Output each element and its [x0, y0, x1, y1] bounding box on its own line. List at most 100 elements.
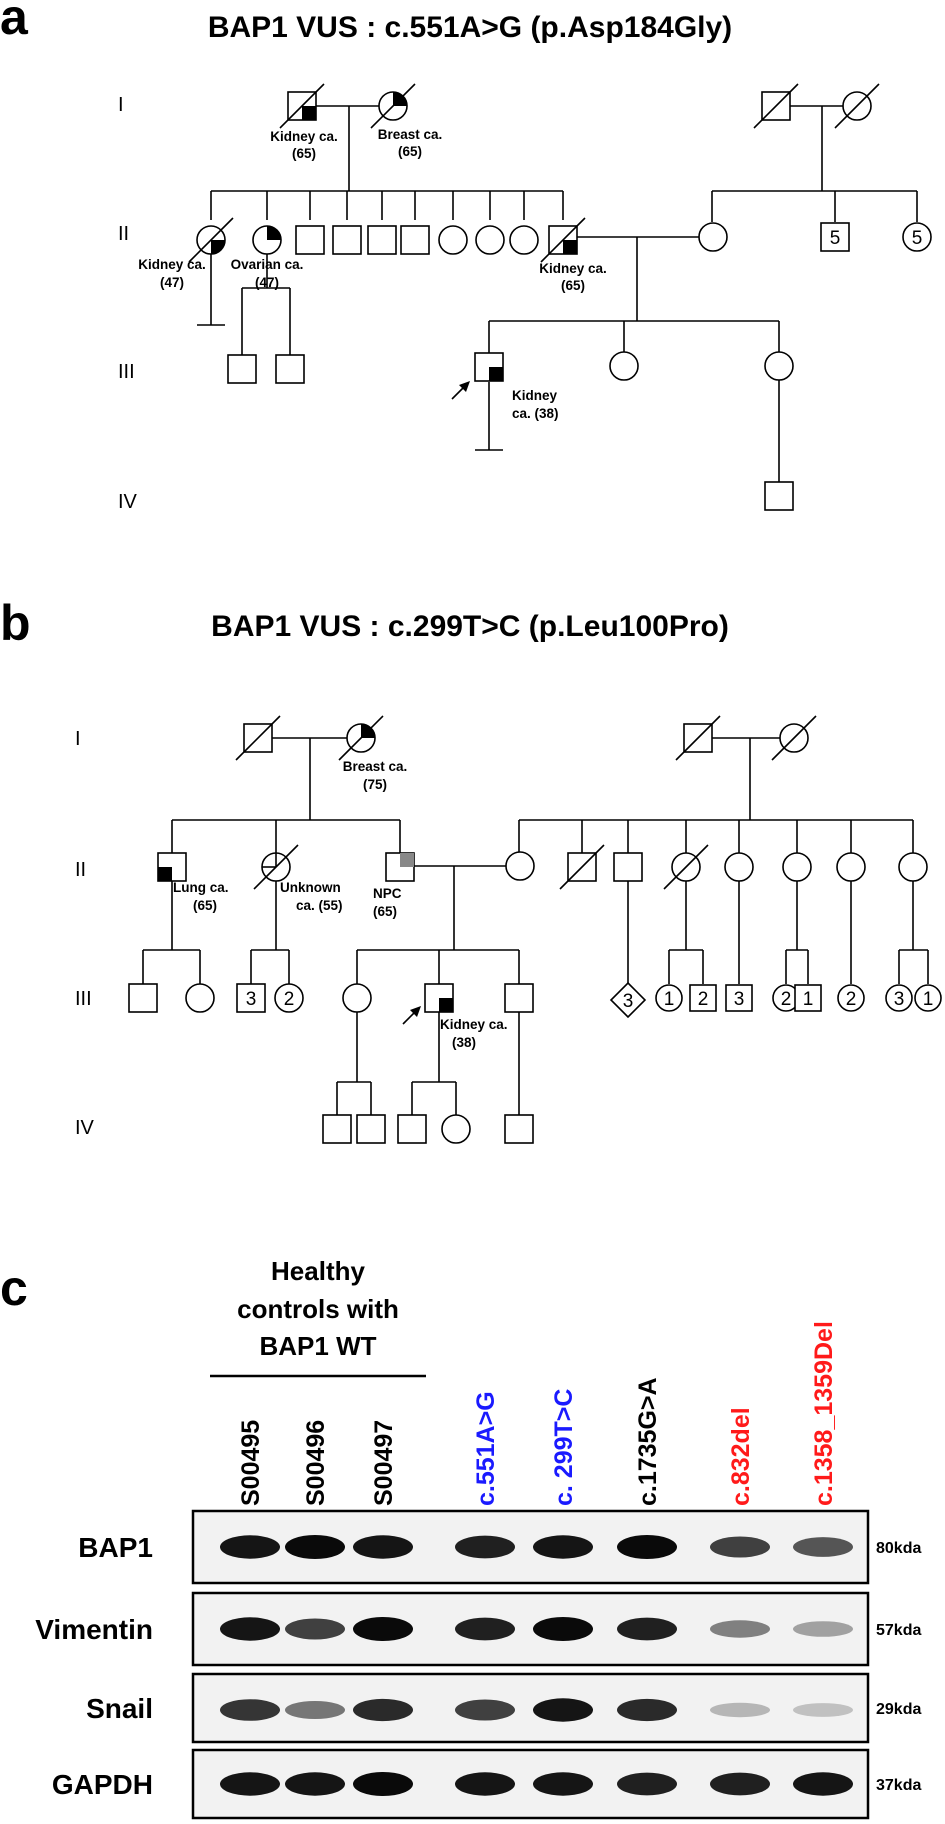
- generation-label: III: [75, 988, 92, 1010]
- pedigree-male: [235, 715, 281, 761]
- pedigree-label: Breast ca.: [378, 127, 443, 142]
- blot-band: [793, 1621, 853, 1637]
- pedigree-male: [764, 481, 794, 511]
- pedigree-count: 1: [803, 989, 814, 1010]
- pedigree-male-count: [236, 983, 266, 1013]
- panel-a-letter: a: [0, 0, 29, 45]
- blot-band: [710, 1772, 770, 1796]
- pedigree-female: [764, 351, 794, 381]
- blot-band: [710, 1702, 770, 1718]
- pedigree-female: [505, 851, 535, 881]
- blot-row-gapdh: GAPDH 37kda: [52, 1748, 921, 1820]
- pedigree-female: [836, 852, 866, 882]
- pedigree-male: [275, 354, 305, 384]
- pedigree-male: [397, 1114, 427, 1144]
- pedigree-label: Kidney: [512, 388, 558, 403]
- pedigree-male: [367, 225, 397, 255]
- pedigree-male-affected: [540, 217, 586, 263]
- pedigree-label: (47): [255, 275, 279, 290]
- pedigree-female: [438, 225, 468, 255]
- pedigree-female-count: [655, 984, 683, 1012]
- pedigree-count: 5: [912, 228, 923, 249]
- lane-label: c.1735G>A: [634, 1377, 662, 1506]
- pedigree-label: Kidney ca.: [270, 129, 338, 144]
- blot-band: [455, 1699, 515, 1721]
- pedigree-male-count: [725, 984, 753, 1012]
- pedigree-label: (38): [452, 1035, 476, 1050]
- lane-label: c.551A>G: [472, 1391, 500, 1506]
- pedigree-female: [898, 852, 928, 882]
- blot-band: [455, 1535, 515, 1559]
- lane-label: c. 299T>C: [550, 1389, 578, 1506]
- generation-label: I: [118, 94, 124, 116]
- lane-label: S00496: [302, 1420, 330, 1506]
- pedigree-count: 3: [734, 989, 745, 1010]
- pedigree-count: 5: [830, 228, 841, 249]
- pedigree-male: [559, 844, 605, 890]
- pedigree-count: 3: [894, 989, 905, 1010]
- pedigree-count: 2: [698, 989, 709, 1010]
- group-header: BAP1 WT: [260, 1331, 377, 1361]
- lane-label: S00495: [237, 1420, 265, 1506]
- pedigree-female-count: [837, 984, 865, 1012]
- pedigree-female-affected: [370, 83, 416, 129]
- pedigree-male-affected: [157, 852, 187, 882]
- blot-band: [285, 1772, 345, 1796]
- blot-band: [710, 1536, 770, 1558]
- blot-band: [353, 1617, 413, 1641]
- molecular-weight-label: 29kda: [876, 1701, 921, 1718]
- molecular-weight-label: 80kda: [876, 1540, 921, 1557]
- pedigree-label: (65): [373, 904, 397, 919]
- blot-band: [533, 1535, 593, 1559]
- generation-label: III: [118, 361, 135, 383]
- blot-band: [285, 1535, 345, 1559]
- pedigree-male-count: [820, 222, 850, 252]
- pedigree-label: Breast ca.: [343, 759, 408, 774]
- pedigree-label: (65): [398, 144, 422, 159]
- pedigree-male: [675, 715, 721, 761]
- pedigree-female: [509, 225, 539, 255]
- group-header: controls with: [237, 1294, 399, 1324]
- pedigree-male: [322, 1114, 352, 1144]
- blot-band: [617, 1772, 677, 1796]
- pedigree-male: [504, 1114, 534, 1144]
- pedigree-female-affected: [253, 844, 299, 890]
- blot-band: [220, 1617, 280, 1641]
- pedigree-proband: [474, 352, 504, 382]
- blot-band: [353, 1698, 413, 1722]
- lane-label: c.1358_1359Del: [810, 1321, 838, 1506]
- generation-label: II: [75, 859, 86, 881]
- blot-band: [617, 1617, 677, 1641]
- pedigree-label: NPC: [373, 886, 402, 901]
- molecular-weight-label: 37kda: [876, 1777, 921, 1794]
- pedigree-label: ca. (38): [512, 406, 559, 421]
- panel-b-title: BAP1 VUS : c.299T>C (p.Leu100Pro): [211, 610, 729, 643]
- pedigree-male: [356, 1114, 386, 1144]
- pedigree-female: [441, 1114, 471, 1144]
- pedigree-female: [771, 715, 817, 761]
- group-header: Healthy: [271, 1256, 365, 1286]
- pedigree-male: [753, 83, 799, 129]
- blot-band: [533, 1772, 593, 1796]
- protein-label: GAPDH: [52, 1769, 153, 1800]
- blot-band: [793, 1537, 853, 1557]
- pedigree-count: 2: [846, 989, 857, 1010]
- pedigree-count: 2: [284, 989, 295, 1010]
- pedigree-male: [613, 852, 643, 882]
- blot-band: [353, 1535, 413, 1559]
- pedigree-label: (65): [193, 898, 217, 913]
- pedigree-count: 2: [781, 989, 792, 1010]
- pedigree-label: (75): [363, 777, 387, 792]
- blot-band: [285, 1701, 345, 1719]
- generation-label: IV: [75, 1117, 95, 1139]
- pedigree-label: (65): [292, 146, 316, 161]
- pedigree-female: [834, 83, 880, 129]
- pedigree-male: [504, 983, 534, 1013]
- pedigree-label: Lung ca.: [173, 880, 229, 895]
- blot-band: [353, 1772, 413, 1796]
- pedigree-female-affected: [188, 217, 234, 263]
- pedigree-lines: [197, 105, 918, 482]
- pedigree-female-count: [274, 983, 304, 1013]
